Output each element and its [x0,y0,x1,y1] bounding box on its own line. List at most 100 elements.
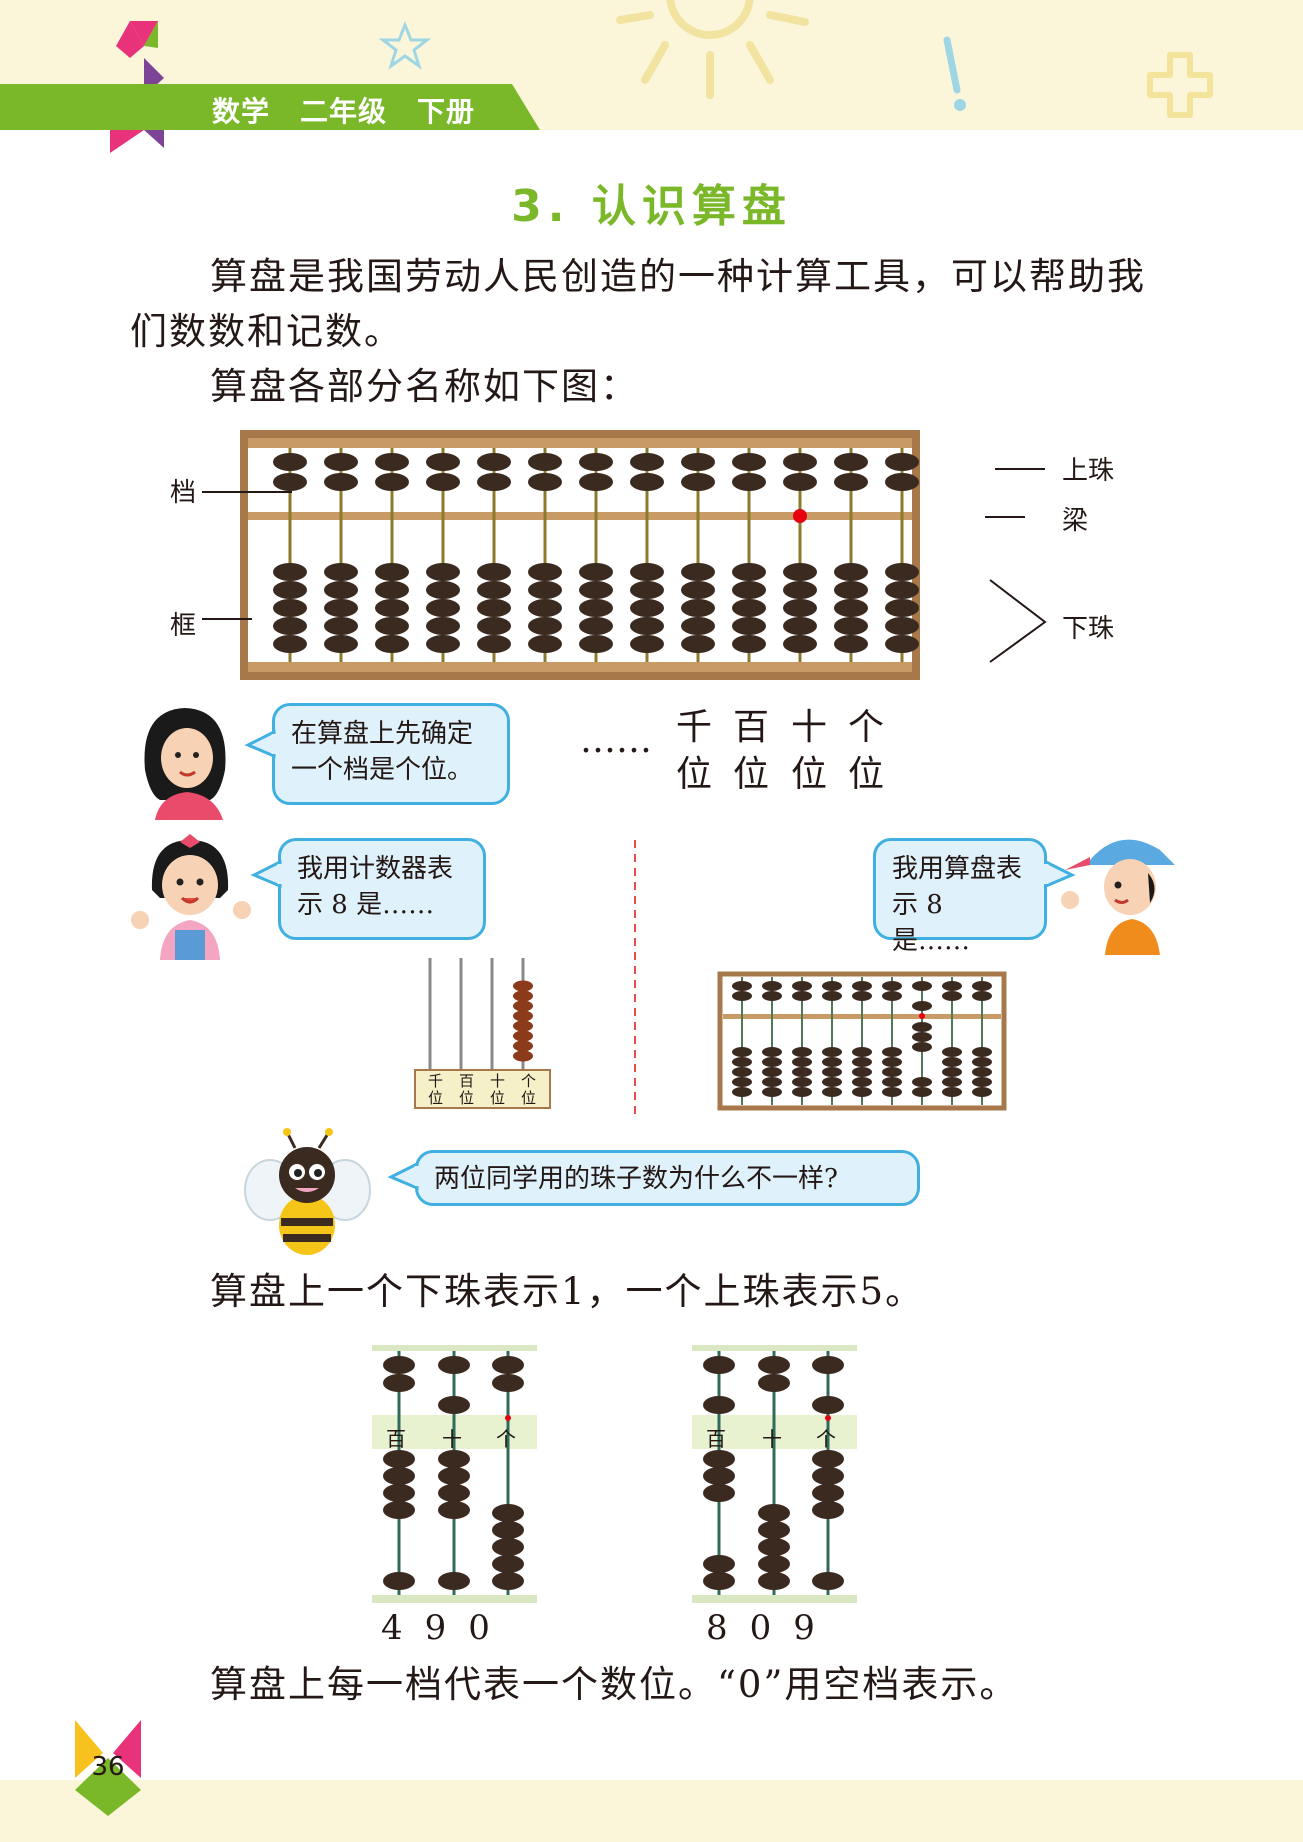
abacus-example-490 [372,1345,537,1603]
lower-bead [762,1047,782,1057]
upper-bead [630,453,664,471]
lower-bead [732,1047,752,1057]
lower-bead [942,1087,962,1097]
counter-base [414,1069,551,1109]
lower-bead-counted [438,1484,470,1502]
lower-bead [579,617,613,635]
bead-counter [414,958,551,1109]
upper-bead [579,473,613,491]
lower-bead [630,581,664,599]
upper-bead [681,473,715,491]
lower-bead [912,1087,932,1097]
lower-bead [681,617,715,635]
lower-bead [732,1077,752,1087]
abacus-label-leaders [202,468,1047,663]
lower-bead [942,1067,962,1077]
upper-bead [681,453,715,471]
lower-bead [762,1057,782,1067]
sun-decoration [616,0,809,99]
lower-bead [273,599,307,617]
upper-bead [477,473,511,491]
bee-bubble-tail [387,1161,420,1191]
lower-bead [834,635,868,653]
upper-bead [834,453,868,471]
upper-bead [852,981,872,991]
upper-bead [375,473,409,491]
lower-bead [528,635,562,653]
upper-bead [762,991,782,1001]
lower-bead [492,1572,524,1590]
lower-bead [426,635,460,653]
lower-bead [762,1067,782,1077]
upper-bead [273,453,307,471]
lower-bead [375,617,409,635]
ones-marker-dot [825,1415,831,1421]
lower-bead-counted [912,1042,932,1052]
upper-bead [792,981,812,991]
upper-bead [885,453,919,471]
rule-sentence: 算盘上一个下珠表示1，一个上珠表示5。 [210,1270,925,1313]
girl-bubble-line-1: 我用计数器表 [297,854,454,884]
lower-bead [942,1077,962,1087]
example-2-number: 809 [706,1608,837,1648]
place-value-ones-bottom: 位 [848,754,885,795]
conclusion-sentence: 算盘上每一档代表一个数位。“0”用空档表示。 [210,1663,1019,1706]
girl-speech-bubble: 我用计数器表 示 8 是…… [278,838,486,940]
lower-bead [324,581,358,599]
lower-bead-counted [812,1467,844,1485]
lower-bead [758,1521,790,1539]
girl-avatar [131,834,251,960]
lower-bead [758,1555,790,1573]
counter-bead [513,1020,533,1032]
lower-bead [972,1047,992,1057]
lower-bead [324,563,358,581]
lower-bead [438,1572,470,1590]
lower-bead [852,1077,872,1087]
upper-bead-counted [703,1396,735,1414]
lower-bead [732,599,766,617]
upper-bead [375,453,409,471]
lower-bead [972,1077,992,1087]
lower-bead-counted [912,1032,932,1042]
teacher-bubble-line-2: 一个档是个位。 [291,755,474,785]
teacher-speech-bubble: 在算盘上先确定 一个档是个位。 [272,703,510,805]
lower-bead [579,581,613,599]
upper-bead [942,981,962,991]
lower-bead [834,599,868,617]
upper-bead [426,473,460,491]
lower-bead [792,1077,812,1087]
upper-bead [942,991,962,1001]
abacus-frame-bottom [248,662,912,672]
example-2-place-ones: 个 [816,1427,836,1451]
counter-bead [513,1010,533,1022]
lower-bead [426,617,460,635]
lower-bead [912,1077,932,1087]
lower-bead [758,1538,790,1556]
lower-bead [477,635,511,653]
lower-bead-counted [383,1467,415,1485]
upper-bead [477,453,511,471]
example-1-number: 490 [381,1608,512,1648]
lower-bead [703,1572,735,1590]
ones-marker-dot [919,1013,925,1019]
page-number: 36 [91,1752,125,1782]
counter-label-tens-bottom: 位 [490,1089,506,1107]
lower-bead [822,1087,842,1097]
lower-bead [492,1555,524,1573]
lower-bead [885,599,919,617]
abacus-beam [248,512,912,520]
girl-bubble-line-2: 示 8 是…… [297,890,435,920]
lower-bead [383,1572,415,1590]
lower-bead [762,1087,782,1097]
lower-bead [822,1067,842,1077]
lower-bead [579,599,613,617]
lower-bead [758,1572,790,1590]
lower-bead [681,599,715,617]
boy-speech-bubble: 我用算盘表 示 8 是…… [873,838,1047,956]
counter-label-hundreds-top: 百 [459,1072,475,1090]
lower-bead [273,563,307,581]
lower-bead [822,1057,842,1067]
lower-bead [375,563,409,581]
lower-bead [852,1047,872,1057]
place-value-tens-top: 十 [791,707,828,748]
